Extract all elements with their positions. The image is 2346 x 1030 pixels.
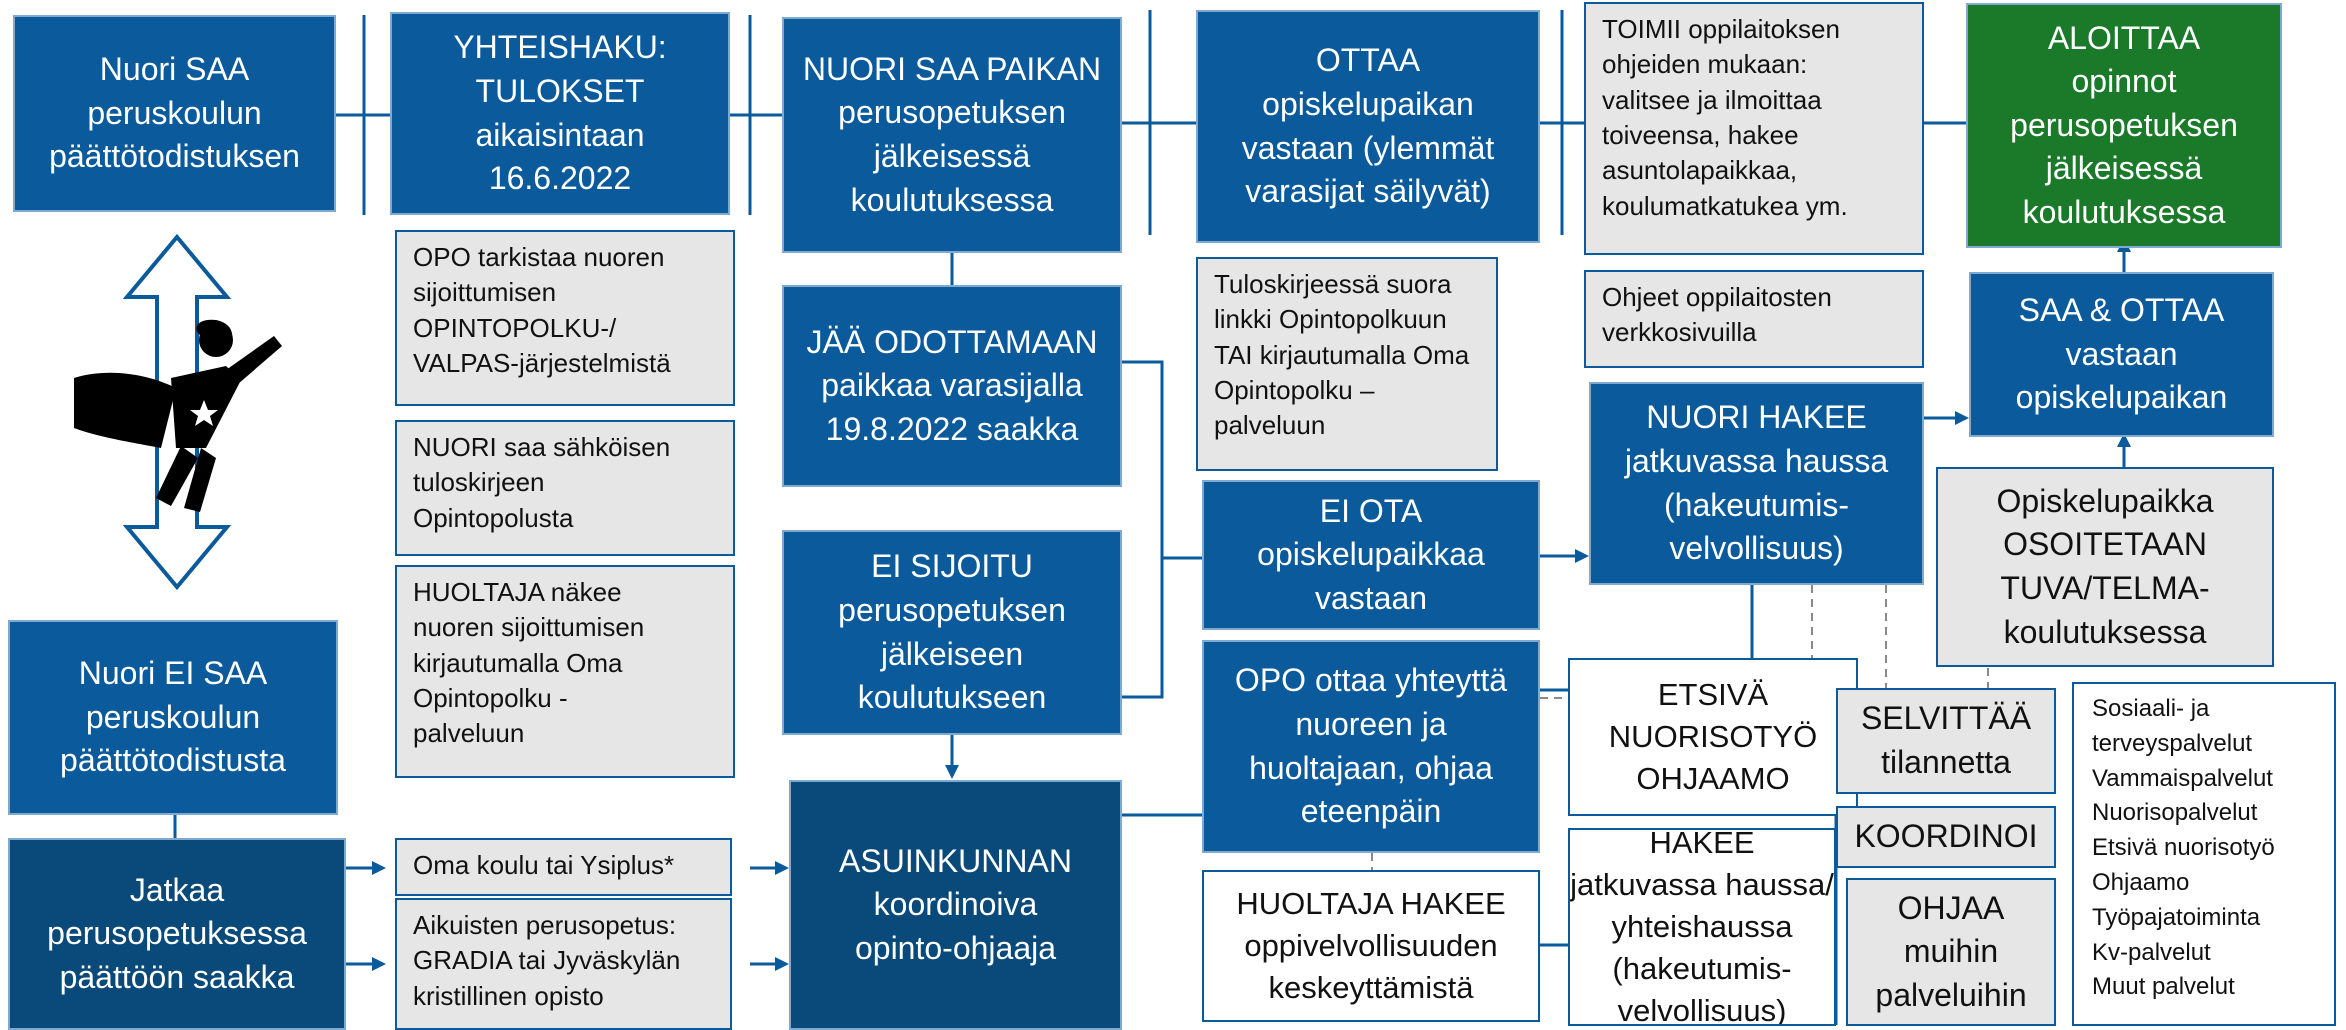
box-oma-koulu: Oma koulu tai Ysiplus* bbox=[395, 838, 732, 896]
box-nuori-hakee: NUORI HAKEE jatkuvassa haussa (hakeutumi… bbox=[1589, 382, 1924, 585]
box-huoltaja-hakee: HUOLTAJA HAKEE oppivelvollisuuden keskey… bbox=[1202, 870, 1540, 1022]
box-saa-ottaa: SAA & OTTAA vastaan opiskelupaikan bbox=[1969, 272, 2274, 437]
box-ei-sijoitu: EI SIJOITU perusopetuksen jälkeiseen kou… bbox=[782, 530, 1122, 735]
box-aikuisten: Aikuisten perusopetus: GRADIA tai Jyväsk… bbox=[395, 898, 732, 1030]
box-aloittaa: ALOITTAA opinnot perusopetuksen jälkeise… bbox=[1966, 3, 2282, 248]
box-huoltaja-nakee: HUOLTAJA näkee nuoren sijoittumisen kirj… bbox=[395, 565, 735, 778]
box-saa-todistus: Nuori SAA peruskoulun päättötodistuksen bbox=[13, 15, 336, 212]
box-selvittaa: SELVITTÄÄ tilannetta bbox=[1836, 688, 2056, 794]
box-koordinoi: KOORDINOI bbox=[1836, 806, 2056, 868]
box-saa-paikan: NUORI SAA PAIKAN perusopetuksen jälkeise… bbox=[782, 17, 1122, 253]
box-ohjaa: OHJAA muihin palveluihin bbox=[1846, 878, 2056, 1026]
box-ohjeet: Ohjeet oppilaitosten verkkosivuilla bbox=[1584, 270, 1924, 368]
box-etsiva: ETSIVÄ NUORISOTYÖ OHJAAMO bbox=[1568, 658, 1858, 816]
box-ei-saa: Nuori EI SAA peruskoulun päättötodistust… bbox=[8, 620, 338, 815]
box-asuinkunnan: HAKEE jatkuvassa haussa/ yhteishaussa (h… bbox=[1568, 828, 1836, 1026]
box-jaa-odottamaan: JÄÄ ODOTTAMAAN paikkaa varasijalla 19.8.… bbox=[782, 285, 1122, 487]
box-ottaa: OTTAA opiskelupaikan vastaan (ylemmät va… bbox=[1196, 10, 1540, 243]
box-ei-ota: EI OTA opiskelupaikkaa vastaan bbox=[1202, 480, 1540, 630]
box-hakee: ASUINKUNNAN koordinoiva opinto-ohjaaja bbox=[789, 780, 1122, 1030]
box-yhteishaku: YHTEISHAKU: TULOKSET aikaisintaan 16.6.2… bbox=[390, 12, 730, 215]
box-palvelut: Sosiaali- ja terveyspalvelut Vammaispalv… bbox=[2072, 682, 2336, 1026]
box-jatkaa: Jatkaa perusopetuksessa päättöön saakka bbox=[8, 838, 346, 1030]
superhero-icon bbox=[74, 319, 282, 512]
box-opo-ottaa: OPO ottaa yhteyttä nuoreen ja huoltajaan… bbox=[1202, 640, 1540, 853]
box-opo-tarkistaa: OPO tarkistaa nuoren sijoittumisen OPINT… bbox=[395, 230, 735, 406]
box-osoitetaan: Opiskelupaikka OSOITETAAN TUVA/TELMA- ko… bbox=[1936, 467, 2274, 667]
box-tuloskirje: Tuloskirjeessä suora linkki Opintopolkuu… bbox=[1196, 257, 1498, 471]
box-nuori-tuloskirje: NUORI saa sähköisen tuloskirjeen Opintop… bbox=[395, 420, 735, 556]
box-toimii: TOIMII oppilaitoksen ohjeiden mukaan: va… bbox=[1584, 2, 1924, 255]
